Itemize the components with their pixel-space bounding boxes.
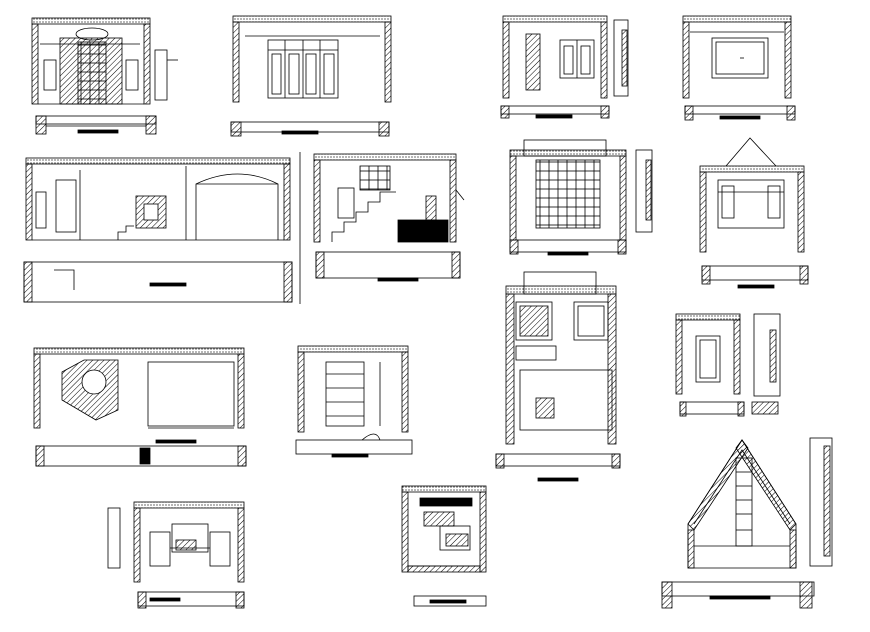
elevation-3 <box>500 15 629 119</box>
elevation-2 <box>230 15 392 137</box>
elevation-12 <box>675 313 781 417</box>
elevation-14 <box>401 485 487 607</box>
elevation-9 <box>33 347 247 467</box>
elevation-6 <box>313 153 465 282</box>
elevation-8 <box>699 137 809 289</box>
elevation-5 <box>23 152 301 304</box>
elevation-1 <box>31 17 178 135</box>
elevation-13 <box>107 501 245 609</box>
elevation-15 <box>661 437 833 609</box>
elevation-7 <box>509 139 653 256</box>
elevation-4 <box>682 15 796 121</box>
elevation-11 <box>495 271 621 482</box>
elevation-10 <box>295 345 413 458</box>
